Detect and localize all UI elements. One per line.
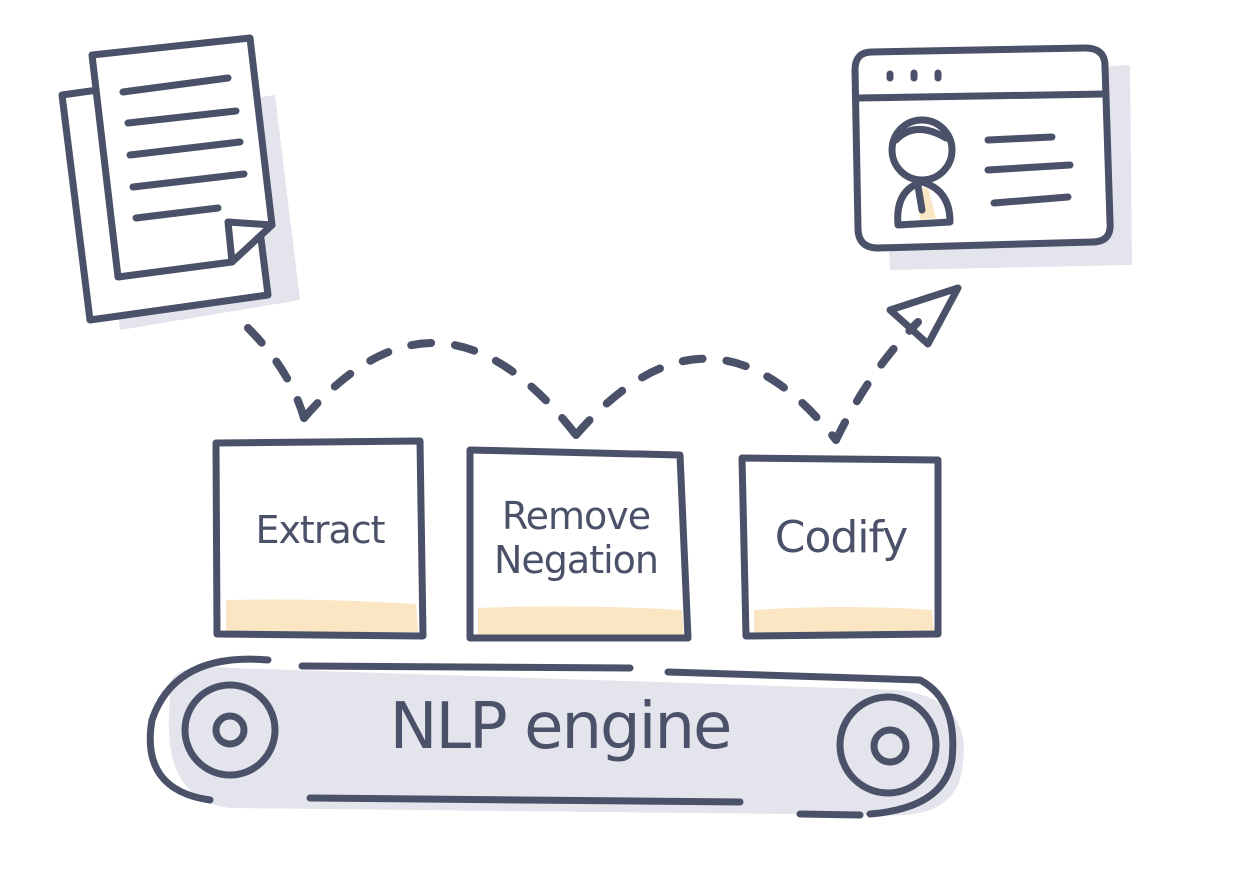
flow-arc-codify-to-output xyxy=(832,318,922,444)
profile-window-icon xyxy=(851,44,1132,270)
flow-arc-remove-to-codify xyxy=(572,354,840,444)
belt-wheel-left-icon xyxy=(181,681,279,779)
step-label-remove-negation: Remove Negation xyxy=(493,494,659,582)
step-box-extract xyxy=(212,437,427,640)
flow-arc-extract-to-remove xyxy=(300,339,580,439)
conveyor-belt xyxy=(146,655,964,819)
step-label-codify: Codify xyxy=(774,512,909,563)
arrow-head-icon xyxy=(886,284,962,348)
engine-label: NLP engine xyxy=(389,690,733,764)
flow-arc-docs-to-extract xyxy=(244,324,308,422)
belt-wheel-right-icon xyxy=(836,693,940,797)
step-label-extract: Extract xyxy=(255,508,385,552)
step-box-remove-negation xyxy=(466,446,692,642)
document-stack-icon xyxy=(58,34,300,330)
flow-arrows xyxy=(244,284,962,444)
step-box-codify xyxy=(738,454,942,640)
